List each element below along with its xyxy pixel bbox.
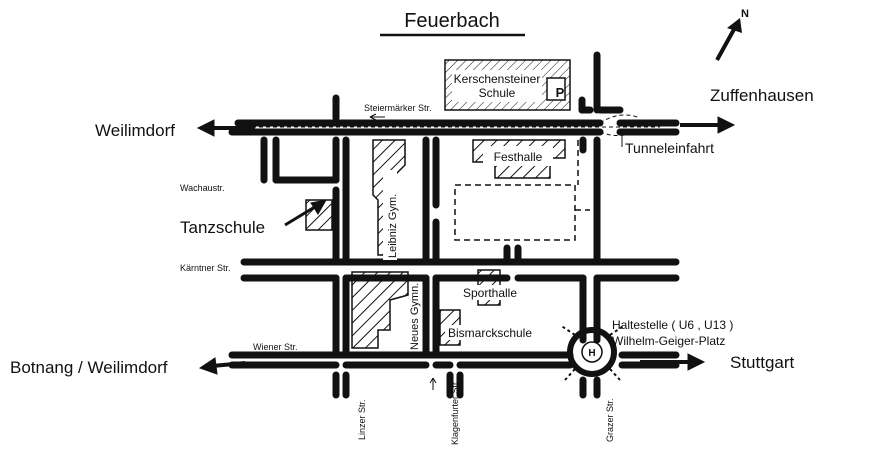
parking-label: P	[556, 85, 565, 100]
bus-stop-icon: H	[588, 348, 595, 359]
zuffenhausen-label: Zuffenhausen	[710, 86, 814, 105]
north-arrow-icon	[715, 18, 742, 61]
haltestelle-label-2: Wilhelm-Geiger-Platz	[612, 334, 725, 348]
grazer-str-label: Grazer Str.	[605, 398, 615, 442]
weilimdorf-label: Weilimdorf	[95, 121, 175, 140]
wachau-str-label: Wachaustr.	[180, 183, 225, 193]
botnang-label: Botnang / Weilimdorf	[10, 358, 168, 377]
sporthalle-label: Sporthalle	[463, 286, 517, 300]
kerschensteiner-label: Kerschensteiner	[454, 72, 541, 86]
tanzschule-building	[305, 199, 333, 231]
stuttgart-label: Stuttgart	[730, 353, 795, 372]
road-network	[228, 51, 680, 399]
klagenfurter-str-label: Klagenfurter Str.	[450, 380, 460, 445]
festplatz-outline	[454, 184, 576, 241]
tanzschule-label: Tanzschule	[180, 218, 265, 237]
haltestelle-label: Haltestelle ( U6 , U13 )	[612, 318, 733, 332]
neues-label: Neues Gymn.	[409, 283, 421, 350]
kerschensteiner-label-2: Schule	[479, 86, 516, 100]
wiener-str-label: Wiener Str.	[253, 342, 298, 352]
kaerntner-str-label: Kärntner Str.	[180, 263, 231, 273]
linzer-str-label: Linzer Str.	[357, 399, 367, 440]
roundabout	[559, 324, 626, 381]
leibniz-label: Leibniz Gym.	[387, 194, 399, 258]
neues-gymn	[351, 271, 409, 349]
festhalle-label: Festhalle	[494, 150, 543, 164]
map-title: Feuerbach	[404, 10, 500, 32]
bismarckschule-label: Bismarckschule	[448, 326, 532, 340]
tunnel-label: Tunneleinfahrt	[625, 140, 714, 156]
parking-icon	[546, 77, 566, 101]
tunnel-path	[238, 114, 660, 136]
compass-label: N	[741, 8, 749, 20]
steiermaerker-str-label: Steiermärker Str.	[364, 103, 432, 113]
